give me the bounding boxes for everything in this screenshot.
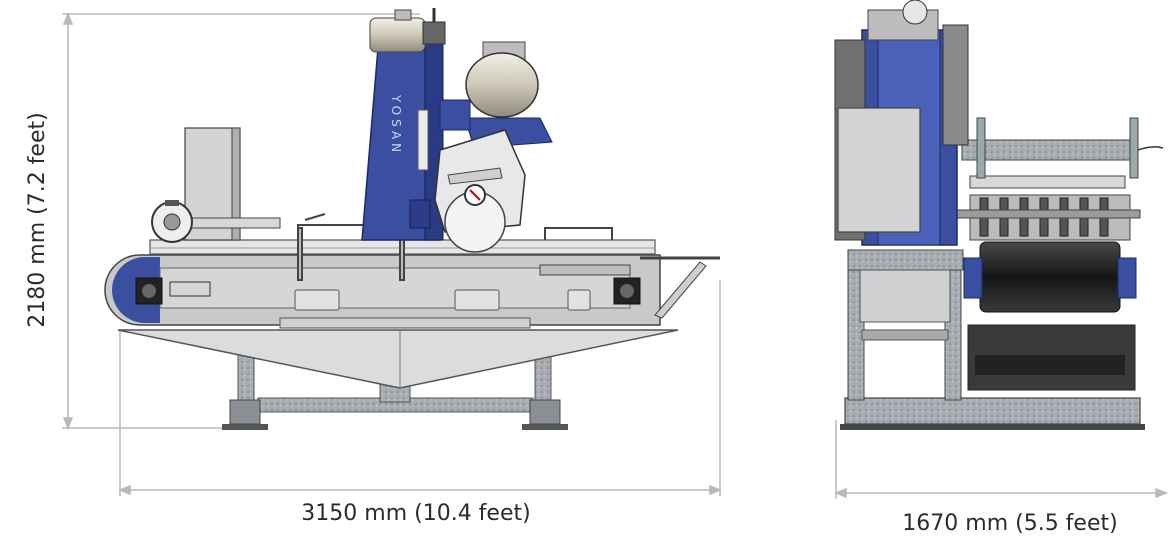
side-view: YOSAN <box>62 8 723 496</box>
height-dimension-line <box>62 11 420 431</box>
saw-blade-housing <box>434 129 526 253</box>
electrical-cabinet <box>837 107 921 233</box>
column-motor <box>369 8 446 53</box>
width-dimension-line <box>833 420 1169 499</box>
top-beam <box>961 117 1164 179</box>
conveyor-body <box>104 254 720 329</box>
feeder-tower <box>151 127 281 243</box>
cutting-head-assembly <box>954 175 1141 241</box>
front-view <box>833 0 1169 499</box>
length-dimension-label: 3150 mm (10.4 feet) <box>301 501 530 526</box>
conveyor-drum <box>963 241 1137 313</box>
hopper <box>117 329 679 389</box>
height-dimension-label: 2180 mm (7.2 feet) <box>25 112 50 327</box>
saw-motor <box>439 41 553 149</box>
front-lower-tray <box>859 269 1136 391</box>
length-dimension-line <box>117 280 723 496</box>
width-dimension-label: 1670 mm (5.5 feet) <box>902 511 1117 536</box>
saw-column: YOSAN <box>361 39 444 241</box>
base-frame <box>222 351 568 430</box>
brand-column-text: YOSAN <box>389 94 403 156</box>
